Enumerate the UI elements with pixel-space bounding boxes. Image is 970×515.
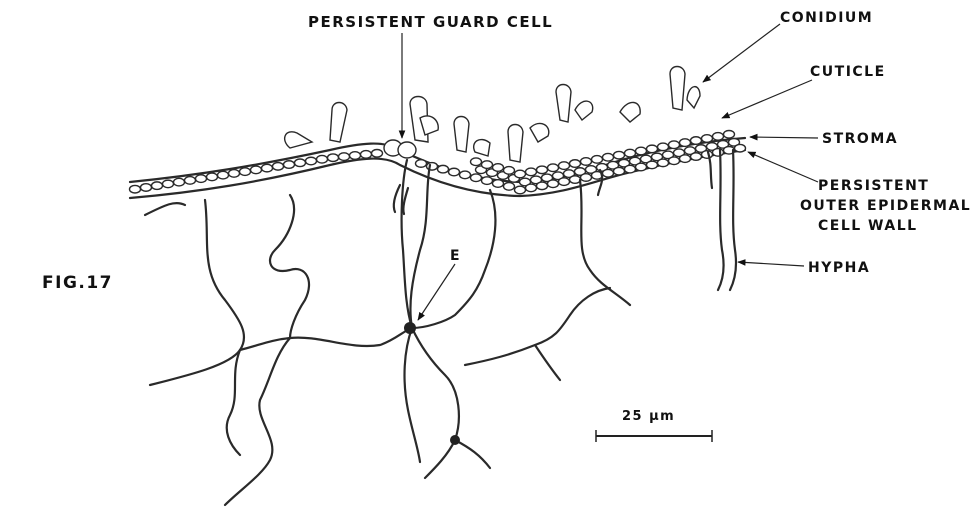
stroma-cell (438, 165, 449, 173)
stroma-cell (416, 160, 427, 168)
fig-label: FIG.17 (42, 273, 113, 293)
stroma-cell (691, 137, 702, 145)
stroma-cell (559, 178, 570, 186)
stroma-cell (471, 174, 482, 182)
stroma-cell (317, 155, 328, 163)
stroma-cell (713, 133, 724, 141)
stroma-label: STROMA (822, 131, 898, 147)
stroma-cell (713, 149, 724, 157)
stroma-cell (735, 144, 746, 152)
stroma-cell (548, 164, 559, 172)
e-label: E (450, 248, 461, 264)
e-marker: E (404, 248, 461, 445)
stroma-cell (515, 170, 526, 178)
persistent-wall-label-2: OUTER EPIDERMAL (800, 198, 970, 214)
stroma-cell (581, 158, 592, 166)
stroma-cell (570, 160, 581, 168)
stroma-cell (669, 141, 680, 149)
stroma-cell (669, 157, 680, 165)
stroma-cell (603, 169, 614, 177)
scale-bar-label: 25 µm (622, 409, 675, 424)
persistent-guard-cell-label: PERSISTENT GUARD CELL (308, 13, 553, 31)
stroma-cell (141, 184, 152, 192)
persistent-guard-cell (384, 140, 416, 158)
stroma-cell (306, 157, 317, 165)
stroma-cell (449, 168, 460, 176)
stroma-cell (603, 153, 614, 161)
stroma-cell (548, 180, 559, 188)
stroma-cell (482, 161, 493, 169)
stroma-cell (680, 139, 691, 147)
stroma-cell (537, 182, 548, 190)
stroma-cell (460, 171, 471, 179)
stroma-cell (592, 156, 603, 164)
stroma-cell (625, 149, 636, 157)
stroma-cell (152, 182, 163, 190)
stroma-cell (295, 159, 306, 167)
stroma-cell (636, 163, 647, 171)
stroma-cell (350, 152, 361, 160)
stroma-cell (647, 145, 658, 153)
stroma-cell (163, 180, 174, 188)
stroma-cell (262, 164, 273, 172)
persistent-wall-label-1: PERSISTENT (818, 178, 929, 194)
stroma-cell (361, 151, 372, 159)
stroma-cell (526, 168, 537, 176)
stroma-cell (240, 168, 251, 176)
stroma-cell (570, 176, 581, 184)
stroma-cell (537, 166, 548, 174)
interior-cell-walls (145, 160, 630, 505)
conidium-label: CONIDIUM (780, 10, 873, 26)
stroma-cell (372, 150, 383, 158)
stroma-cell (273, 163, 284, 171)
stroma-cell (724, 130, 735, 138)
stroma-cell (218, 171, 229, 179)
stroma-cell (284, 161, 295, 169)
stroma-cell (493, 164, 504, 172)
stroma-cell (196, 175, 207, 183)
stroma-cell (614, 151, 625, 159)
stroma-cell (702, 135, 713, 143)
stroma-cell (581, 174, 592, 182)
stroma-cell (504, 167, 515, 175)
stroma-cell (691, 153, 702, 161)
scale-bar: 25 µm (596, 409, 712, 442)
stroma-cell (658, 143, 669, 151)
stroma-cell (130, 185, 141, 193)
stroma-cell (471, 158, 482, 166)
stroma-cell (636, 147, 647, 155)
stroma-cell (328, 154, 339, 162)
stroma-cell (493, 180, 504, 188)
stroma-cell (559, 162, 570, 170)
persistent-wall-label-3: CELL WALL (818, 218, 918, 234)
stroma-cell (614, 167, 625, 175)
stroma-cell (427, 163, 438, 171)
stroma-cell (482, 177, 493, 185)
stroma-cell (515, 186, 526, 194)
stroma-cell (251, 166, 262, 174)
stroma-cell (339, 153, 350, 161)
stroma-cell (625, 165, 636, 173)
stroma-cell (504, 183, 515, 191)
stroma-cells (130, 130, 746, 193)
stroma-cell (207, 173, 218, 181)
stroma-cell (174, 178, 185, 186)
cuticle-label: CUTICLE (810, 64, 886, 80)
stroma-cell (185, 177, 196, 185)
stroma-cell (229, 170, 240, 178)
stroma-cell (658, 159, 669, 167)
hypha-label: HYPHA (808, 260, 870, 276)
stroma-cell (680, 155, 691, 163)
stroma-cell (647, 161, 658, 169)
stroma-cell (526, 184, 537, 192)
